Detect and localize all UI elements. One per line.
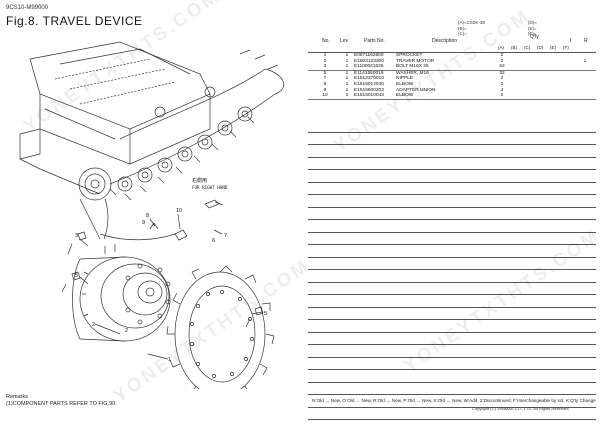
callout-10: 10 (176, 208, 182, 214)
qty-col-b: (B) (511, 45, 517, 50)
copyright: Copyright (C) YANMAR CO., LTD. All Right… (472, 406, 570, 411)
header-lev: Lev. (340, 38, 350, 44)
change-legend: N:Old → New, O:Old → New, R:Old → New, P… (312, 398, 596, 403)
callout-right-hand-jp: 右側用 (192, 177, 207, 184)
qty-col-d: (D) (537, 45, 544, 50)
callout-3: 3 (75, 233, 78, 239)
callout-2b: 2 (125, 328, 128, 334)
qty-col-a: (A) (498, 45, 504, 50)
travel-device-drawing: 右側用 FOR RIGHT HAND 1 2 3 5 6 7 8 9 10 2 … (19, 41, 285, 389)
callout-right-hand-en: FOR RIGHT HAND (192, 185, 228, 190)
callout-2: 2 (92, 322, 95, 328)
remarks-label: Remarks (6, 394, 29, 400)
header-part-no: Parts No. (364, 38, 385, 44)
model-a: (A)=CS0K-38 (458, 20, 485, 25)
remarks: Remarks (1)COMPONENT PARTS REFER TO FIG.… (6, 394, 117, 408)
model-b: (B)= (458, 25, 467, 31)
empty-ruled-lines (308, 120, 596, 420)
model-e: (E)= (528, 25, 537, 31)
callout-9: 9 (142, 220, 145, 226)
doc-code: 9CS10-M99000 (6, 5, 49, 11)
header-qty: Q'ty (530, 34, 539, 40)
model-info: (A)=CS0K-38 (B)= (C)= (D)= (E)= (F)= (458, 20, 537, 37)
callout-1: 1 (168, 357, 171, 363)
header-no: No. (322, 38, 330, 44)
page-title: Fig.8. TRAVEL DEVICE (6, 14, 143, 28)
callout-7: 7 (224, 233, 227, 239)
header-i: I (570, 38, 572, 44)
callout-6: 6 (212, 238, 215, 244)
remarks-line-1: (1)COMPONENT PARTS REFER TO FIG.90. (6, 401, 117, 407)
callout-5b: 5 (264, 311, 267, 317)
header-r: R (584, 38, 588, 44)
qty-col-c: (C) (524, 45, 531, 50)
header-description: Description (432, 38, 458, 44)
qty-col-e: (E) (550, 45, 556, 50)
legend-text: N:Old → New, O:Old → New, R:Old → New, P… (312, 398, 596, 403)
model-f: (F)= (528, 31, 537, 36)
model-c: (C)= (458, 31, 467, 36)
qty-col-f: (F) (563, 45, 569, 50)
model-d: (D)= (528, 20, 537, 25)
callout-8: 8 (146, 213, 149, 219)
callout-5: 5 (75, 273, 78, 279)
